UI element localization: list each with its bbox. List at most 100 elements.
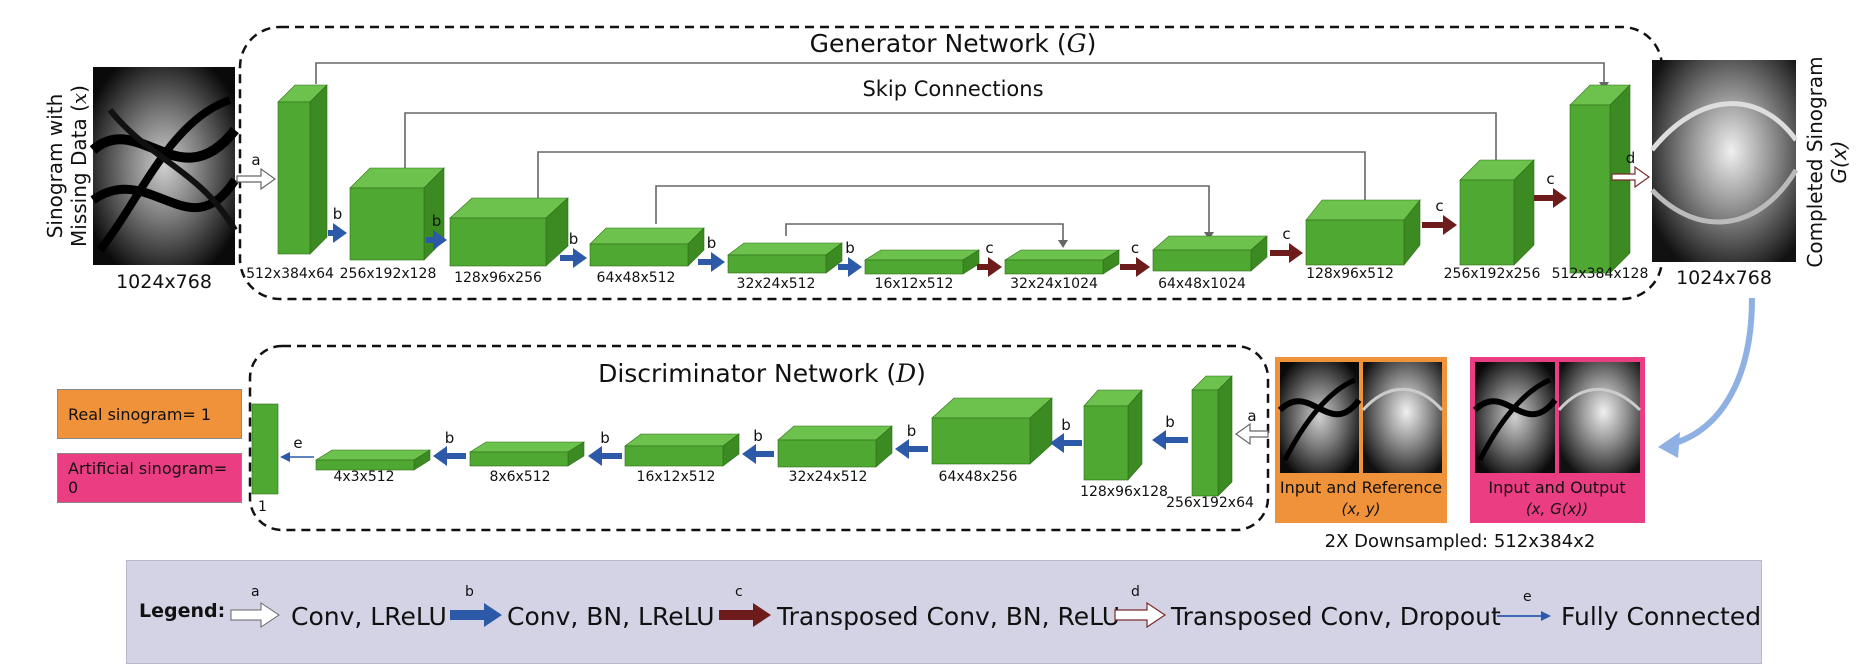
input-reference-pair <box>1275 357 1447 523</box>
out-pair-symbol: (x, G(x)) <box>1526 500 1588 518</box>
disc-layer-label-6: 128x96x128 <box>1080 484 1168 500</box>
gen-arrow-letter-2: b <box>333 205 343 223</box>
output-label-line-2: G(x) <box>1827 141 1851 184</box>
disc-block-7 <box>1191 375 1233 497</box>
generator-blocks <box>277 84 1631 275</box>
disc-block-6 <box>1083 389 1143 481</box>
gen-layer-label-5: 32x24x512 <box>737 276 816 292</box>
disc-layer-label-2: 8x6x512 <box>489 469 550 485</box>
input-output-pair <box>1470 357 1645 523</box>
gen-block-8 <box>1152 235 1268 272</box>
skip-connections <box>315 62 1605 240</box>
disc-arrow-6 <box>1050 433 1082 453</box>
disc-arrow-letter-8: a <box>1247 407 1256 425</box>
disc-block-5 <box>931 397 1053 465</box>
gen-arrow-letter-7: c <box>985 239 993 257</box>
disc-output-size: 1 <box>258 499 267 515</box>
gen-arrow-letter-5: b <box>707 234 717 252</box>
gen-arrow-letter-11: c <box>1546 170 1554 188</box>
disc-arrow-4 <box>742 444 774 464</box>
real-sinogram-label: Real sinogram= 1 <box>57 389 242 439</box>
gen-arrow-9 <box>1270 243 1303 263</box>
gen-arrow-1 <box>236 167 277 191</box>
legend-arrow-b <box>450 603 502 627</box>
gen-block-3 <box>449 197 569 267</box>
disc-arrow-letter-5: b <box>907 422 917 440</box>
generator-title: Generator Network (G) <box>810 29 1097 58</box>
gen-arrow-10 <box>1422 215 1457 235</box>
skip-connections-label: Skip Connections <box>862 77 1043 101</box>
gen-arrow-11 <box>1534 188 1567 208</box>
legend-panel: Legend: a Conv, LReLU b Conv, BN, LReLU … <box>126 560 1762 664</box>
input-label-line-2: Missing Data (x) <box>67 85 91 247</box>
gen-block-9 <box>1305 199 1421 266</box>
legend-letter-d: d <box>1131 584 1140 600</box>
gen-arrow-7 <box>977 257 1002 277</box>
legend-text-d: Transposed Conv, Dropout <box>1170 602 1501 631</box>
gen-layer-label-8: 64x48x1024 <box>1158 276 1246 292</box>
gen-arrow-letter-10: c <box>1435 197 1443 215</box>
output-sinogram-image <box>1650 60 1799 262</box>
legend-arrow-c <box>719 603 771 627</box>
gen-layer-label-11: 512x384x128 <box>1552 266 1649 282</box>
ref-pair-label: Input and Reference <box>1280 478 1442 497</box>
legend-text-b: Conv, BN, LReLU <box>507 602 715 631</box>
gen-arrow-letter-12: d <box>1626 149 1636 167</box>
input-size-label: 1024x768 <box>116 271 212 293</box>
input-sinogram-image <box>89 67 239 265</box>
gen-arrow-letter-1: a <box>251 151 260 169</box>
disc-arrowhead-e <box>280 452 290 462</box>
out-pair-label: Input and Output <box>1488 478 1625 497</box>
legend-letter-e: e <box>1523 589 1532 605</box>
input-label-line-1: Sinogram with <box>43 94 67 239</box>
feedback-curve-arrow <box>1671 297 1755 447</box>
disc-arrow-3 <box>588 446 622 466</box>
gen-block-10 <box>1459 159 1535 266</box>
discriminator-frame <box>248 344 1270 532</box>
gen-block-4 <box>589 227 705 267</box>
output-label-line-1: Completed Sinogram <box>1803 56 1827 267</box>
disc-arrow-letter-7: b <box>1165 413 1175 431</box>
gen-arrow-letter-6: b <box>845 239 855 257</box>
ref-pair-symbol: (x, y) <box>1342 500 1381 518</box>
gen-arrow-letter-8: c <box>1131 239 1139 257</box>
output-size-label: 1024x768 <box>1676 267 1772 289</box>
discriminator-title: Discriminator Network (D) <box>598 359 926 388</box>
gen-arrow-letter-9: c <box>1282 225 1290 243</box>
gen-block-5 <box>727 242 843 274</box>
disc-arrow-letter-3: b <box>600 429 610 447</box>
gen-block-7 <box>1003 249 1121 275</box>
disc-arrow-letter-6: b <box>1061 416 1071 434</box>
legend-letter-b: b <box>465 584 474 600</box>
gen-block-1 <box>277 84 328 255</box>
gen-arrow-8 <box>1120 257 1150 277</box>
gen-layer-label-9: 128x96x512 <box>1306 266 1394 282</box>
legend-text-c: Transposed Conv, BN, ReLU <box>776 602 1120 631</box>
gen-arrow-6 <box>838 257 862 277</box>
legend-arrowhead-e <box>1541 611 1551 621</box>
legend-arrow-a <box>230 602 280 628</box>
gen-layer-label-6: 16x12x512 <box>875 276 954 292</box>
gen-layer-label-7: 32x24x1024 <box>1010 276 1098 292</box>
disc-layer-label-7: 256x192x64 <box>1166 495 1254 511</box>
gen-layer-label-4: 64x48x512 <box>597 270 676 286</box>
gen-block-6 <box>863 249 981 275</box>
disc-arrow-7 <box>1152 430 1188 450</box>
legend-letter-c: c <box>735 584 743 600</box>
feedback-curve-arrowhead <box>1658 432 1680 458</box>
downsampled-label: 2X Downsampled: 512x384x2 <box>1325 531 1596 552</box>
gen-arrow-5 <box>698 252 725 272</box>
disc-arrow-letter-2: b <box>445 429 455 447</box>
legend-title: Legend: <box>139 600 225 622</box>
legend-arrow-d <box>1114 601 1167 629</box>
gen-layer-label-2: 256x192x128 <box>340 266 437 282</box>
disc-arrow-letter-1: e <box>293 434 302 452</box>
disc-arrow-8 <box>1234 422 1269 446</box>
disc-arrow-5 <box>895 439 928 459</box>
disc-layer-label-4: 32x24x512 <box>789 469 868 485</box>
legend-content: Legend: a Conv, LReLU b Conv, BN, LReLU … <box>139 584 1761 631</box>
